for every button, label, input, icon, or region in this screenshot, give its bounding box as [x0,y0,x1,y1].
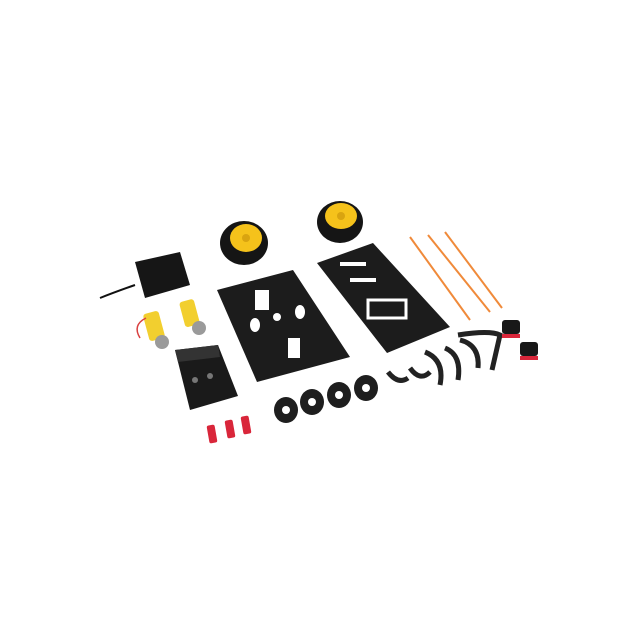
chassis-plate-top [317,243,450,353]
controller-board [175,345,238,410]
gear-motor-2 [179,299,206,335]
battery-holder [99,252,190,299]
wheel-right [317,201,363,243]
wheel-left [220,221,268,265]
breakout-boards [206,415,252,444]
chassis-plate-bottom [217,270,350,382]
line-sensors [502,320,538,360]
gear-motor-1 [136,311,169,349]
brackets [386,330,503,386]
motor-mounts [274,375,378,423]
servo-cables [409,231,503,321]
